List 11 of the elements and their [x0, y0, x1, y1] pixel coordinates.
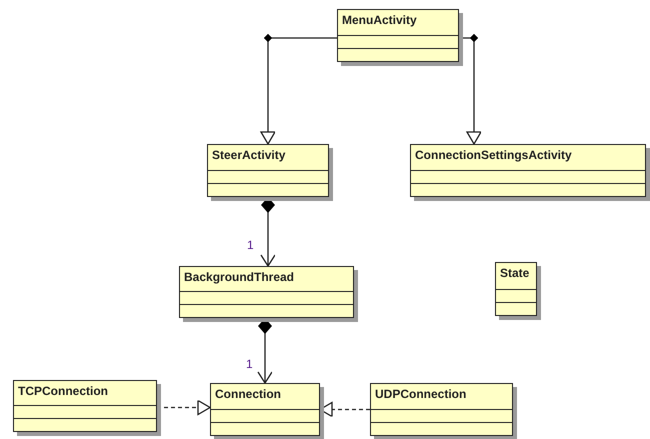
class-name: ConnectionSettingsActivity: [415, 148, 572, 162]
inheritance-arrow: [260, 34, 337, 144]
class-name: MenuActivity: [342, 13, 417, 27]
class-name: State: [500, 266, 530, 280]
class-name: Connection: [215, 387, 281, 401]
class-name: BackgroundThread: [184, 270, 294, 284]
class-name: TCPConnection: [18, 384, 108, 398]
class-name: UDPConnection: [375, 387, 466, 401]
multiplicity-label: 1: [247, 239, 254, 251]
multiplicity-label: 1: [246, 358, 253, 370]
class-name: SteerActivity: [212, 148, 286, 162]
